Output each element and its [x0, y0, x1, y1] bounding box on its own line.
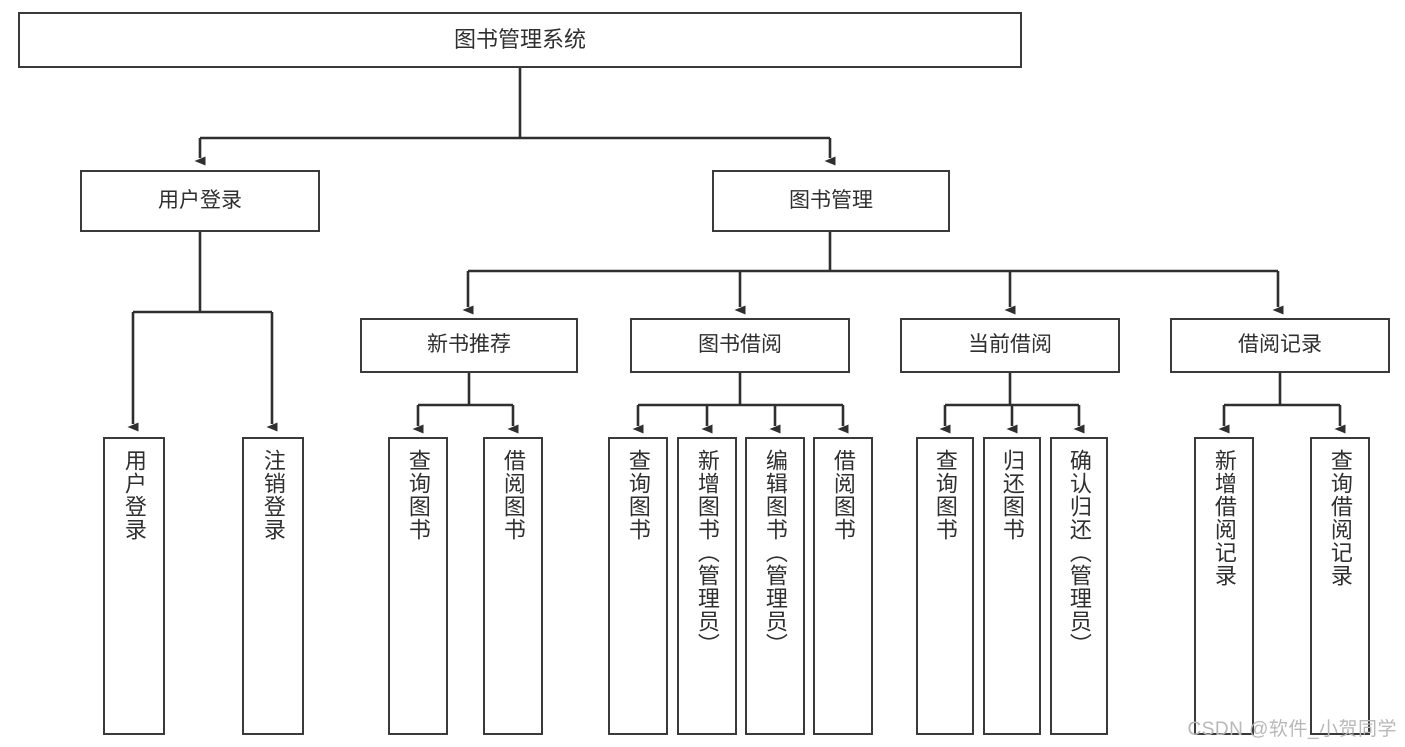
- node-leaf-edit-book-label: 编辑图书（管理员）: [762, 449, 788, 656]
- node-book-borrow[interactable]: 图书借阅: [630, 318, 850, 373]
- node-root-label: 图书管理系统: [453, 27, 586, 53]
- node-leaf-user-login-label: 用户登录: [121, 449, 147, 541]
- node-leaf-borrow-book-label: 借阅图书: [830, 449, 856, 541]
- node-book-management-label: 图书管理: [789, 188, 873, 212]
- node-leaf-query-books-rec[interactable]: 查询图书: [388, 437, 448, 735]
- node-leaf-query-record-label: 查询借阅记录: [1327, 449, 1353, 587]
- node-leaf-borrow-books-rec-label: 借阅图书: [500, 449, 526, 541]
- node-borrow-record[interactable]: 借阅记录: [1170, 318, 1390, 373]
- node-leaf-user-login[interactable]: 用户登录: [103, 437, 165, 735]
- node-current-borrow[interactable]: 当前借阅: [900, 318, 1120, 373]
- node-leaf-borrow-book[interactable]: 借阅图书: [813, 437, 873, 735]
- node-new-book-recommend-label: 新书推荐: [427, 333, 511, 357]
- node-leaf-borrow-books-rec[interactable]: 借阅图书: [483, 437, 543, 735]
- node-root[interactable]: 图书管理系统: [18, 12, 1022, 68]
- node-leaf-logout[interactable]: 注销登录: [242, 437, 304, 735]
- node-leaf-logout-label: 注销登录: [260, 449, 286, 541]
- node-current-borrow-label: 当前借阅: [968, 333, 1052, 357]
- node-leaf-add-book-label: 新增图书（管理员）: [694, 449, 720, 656]
- node-leaf-query-books-cur-label: 查询图书: [932, 449, 958, 541]
- node-leaf-confirm-return[interactable]: 确认归还（管理员）: [1050, 437, 1108, 735]
- node-leaf-query-books-label: 查询图书: [625, 449, 651, 541]
- node-leaf-add-record[interactable]: 新增借阅记录: [1194, 437, 1254, 735]
- node-user-login[interactable]: 用户登录: [80, 170, 320, 232]
- node-leaf-return-book-label: 归还图书: [999, 449, 1025, 541]
- node-leaf-query-books-cur[interactable]: 查询图书: [916, 437, 974, 735]
- watermark: CSDN @软件_小贺同学: [1187, 719, 1397, 740]
- node-leaf-query-books[interactable]: 查询图书: [608, 437, 668, 735]
- node-leaf-query-record[interactable]: 查询借阅记录: [1310, 437, 1370, 735]
- node-new-book-recommend[interactable]: 新书推荐: [360, 318, 578, 373]
- node-leaf-query-books-rec-label: 查询图书: [405, 449, 431, 541]
- node-user-login-label: 用户登录: [158, 188, 242, 212]
- node-leaf-confirm-return-label: 确认归还（管理员）: [1066, 449, 1092, 656]
- node-leaf-add-record-label: 新增借阅记录: [1211, 449, 1237, 587]
- node-leaf-edit-book[interactable]: 编辑图书（管理员）: [745, 437, 805, 735]
- node-leaf-return-book[interactable]: 归还图书: [983, 437, 1041, 735]
- node-book-borrow-label: 图书借阅: [698, 333, 782, 357]
- node-book-management[interactable]: 图书管理: [712, 170, 950, 232]
- node-leaf-add-book[interactable]: 新增图书（管理员）: [677, 437, 737, 735]
- node-borrow-record-label: 借阅记录: [1238, 333, 1322, 357]
